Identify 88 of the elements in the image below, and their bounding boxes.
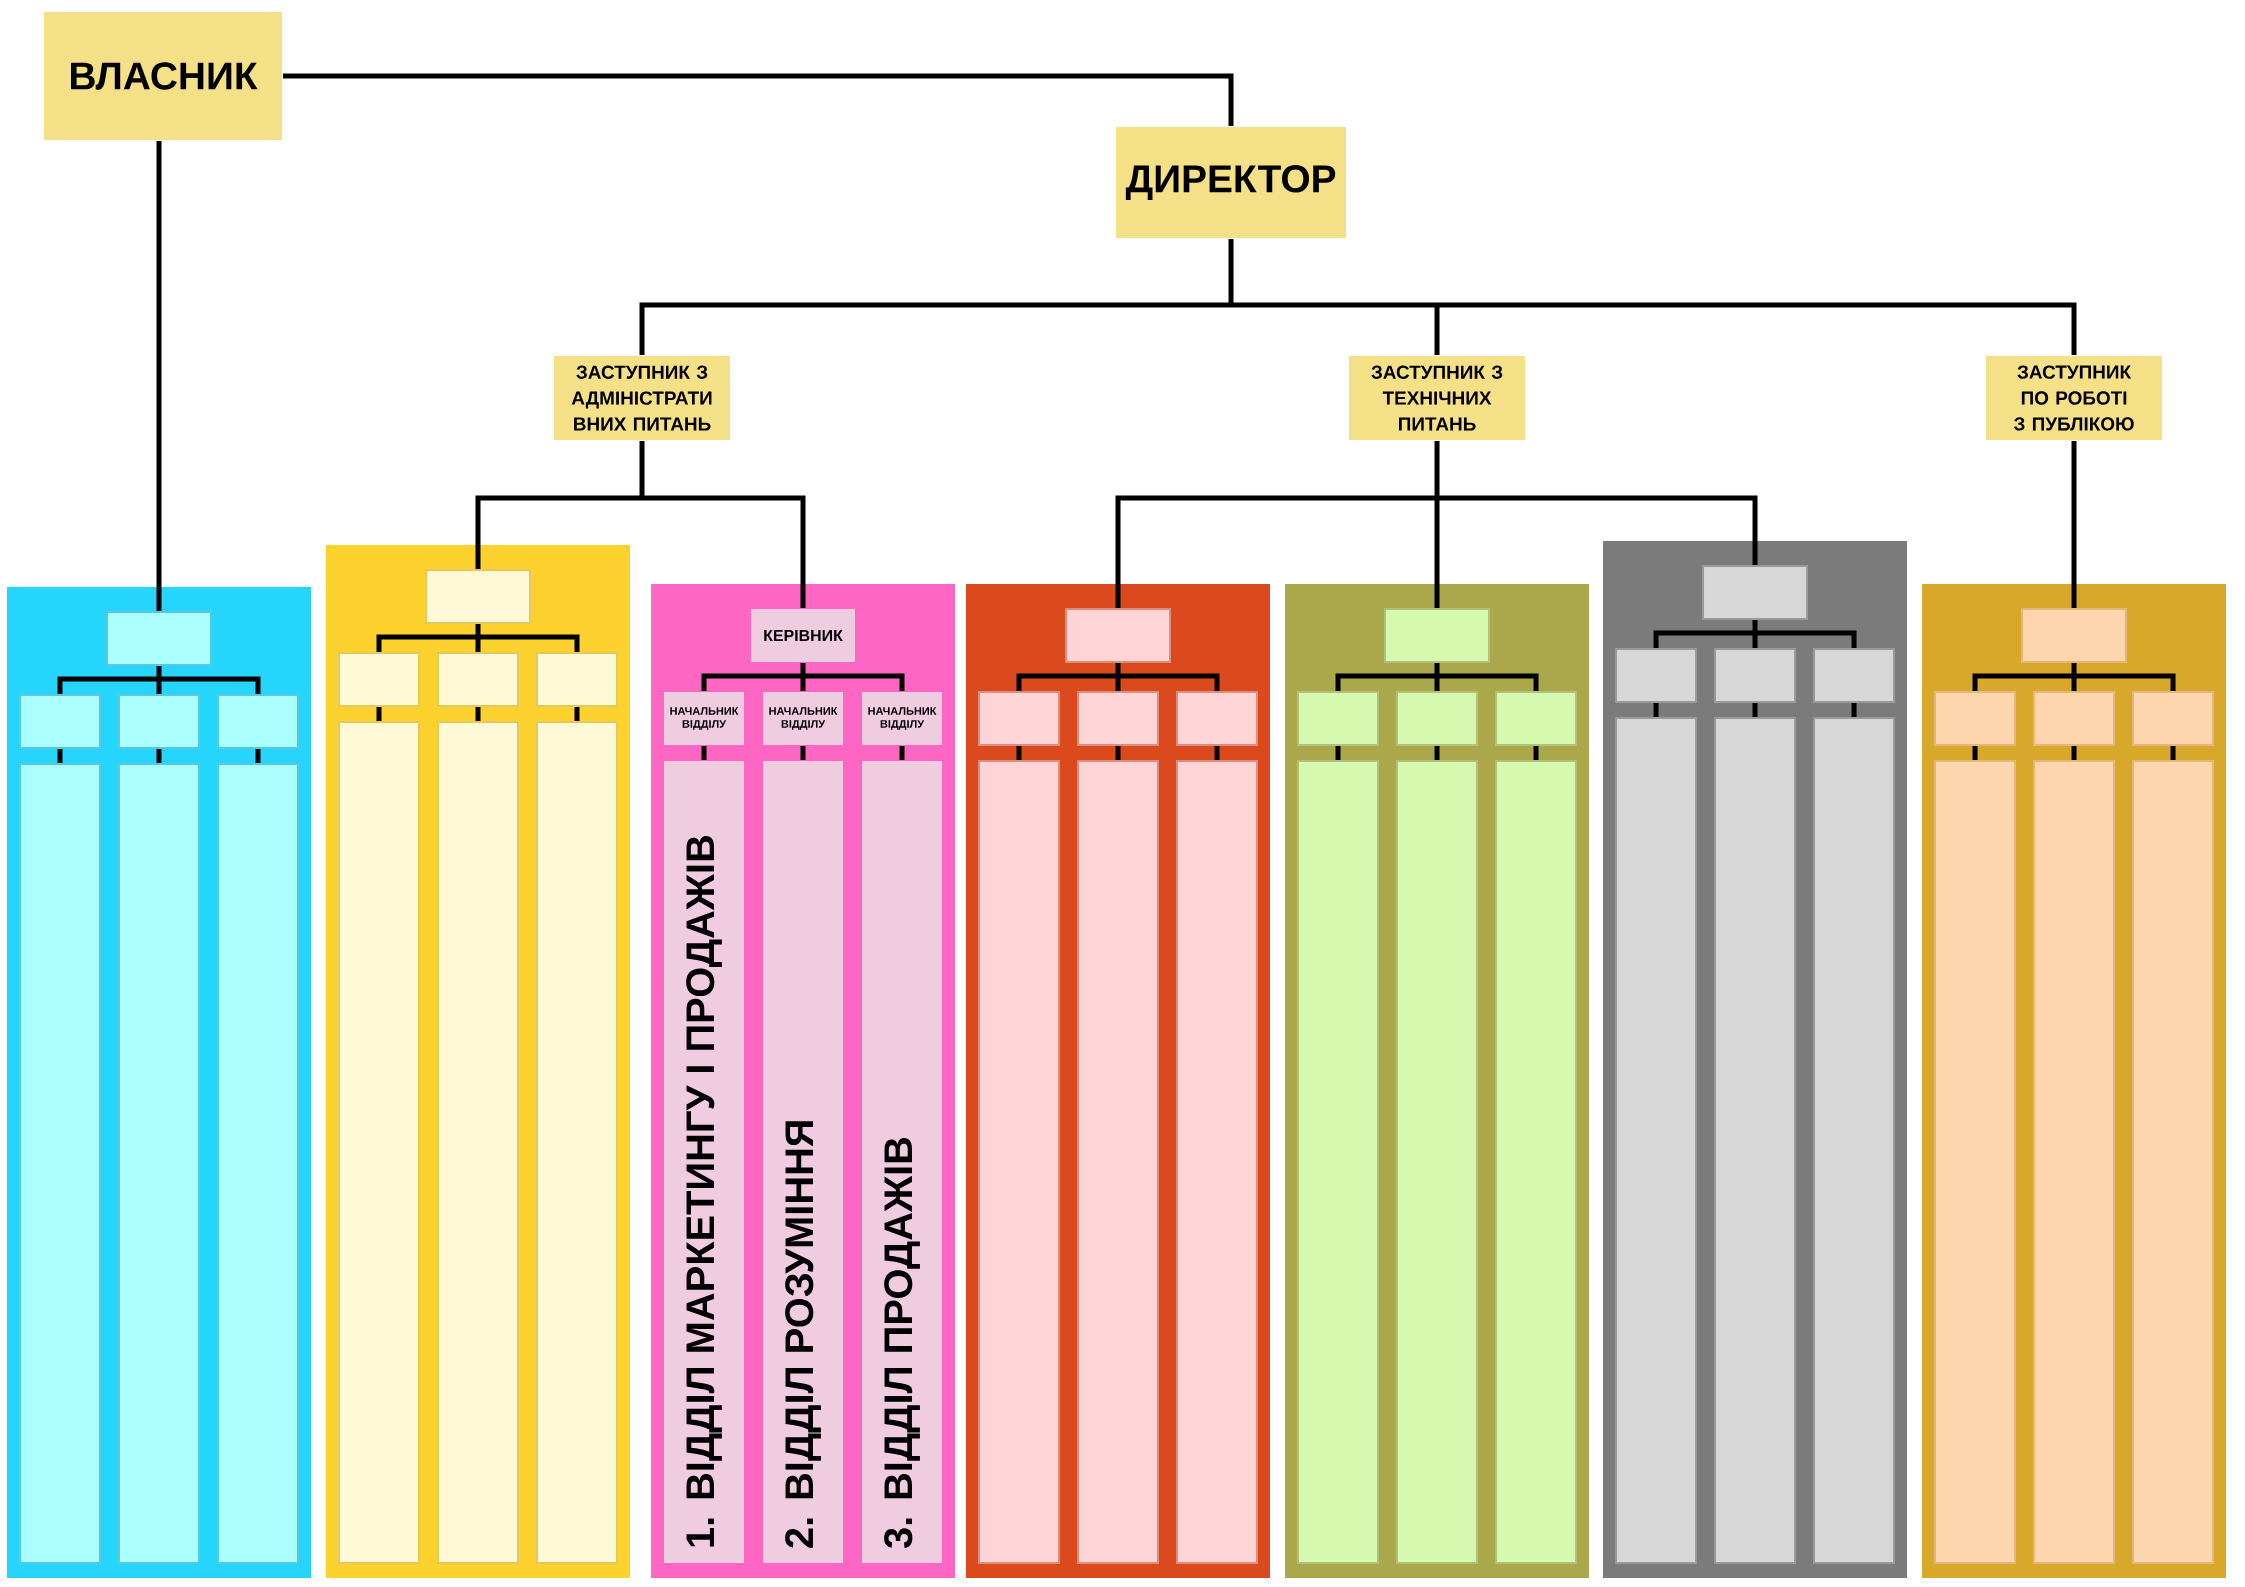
position-box: НАЧАЛЬНИК ВІДДІЛУ [763, 692, 843, 745]
empty-box [338, 652, 420, 707]
empty-box [978, 691, 1060, 746]
empty-box [1176, 691, 1258, 746]
empty-box [1702, 565, 1809, 620]
connector-line [1016, 746, 1022, 760]
connector-line [2170, 746, 2176, 760]
empty-box [536, 652, 618, 707]
empty-column [2132, 760, 2215, 1564]
empty-box [1297, 691, 1379, 746]
connector-line [2071, 441, 2077, 608]
connector-line [1335, 660, 1539, 694]
connector-line [1653, 617, 1857, 651]
empty-box [1615, 648, 1698, 703]
empty-box [1813, 648, 1896, 703]
connector-line [1335, 746, 1341, 760]
connector-line [376, 707, 382, 721]
department-column: 3. ВІДДІЛ ПРОДАЖІВ [862, 761, 942, 1563]
empty-column [217, 763, 299, 1564]
empty-column [437, 721, 519, 1564]
connector-line [701, 660, 905, 694]
empty-box [1065, 608, 1171, 663]
empty-column [1077, 760, 1159, 1564]
empty-column [1396, 760, 1478, 1564]
empty-column [1297, 760, 1379, 1564]
connector-line [639, 236, 2077, 358]
connector-line [255, 749, 261, 763]
position-box: ЗАСТУПНИК ПО РОБОТІ З ПУБЛІКОЮ [1986, 356, 2163, 440]
empty-box [1934, 691, 2017, 746]
empty-column [2033, 760, 2116, 1564]
connector-line [1972, 660, 2176, 694]
connector-line [1851, 703, 1857, 717]
empty-column [978, 760, 1060, 1564]
connector-line [1115, 746, 1121, 760]
connector-line [283, 73, 1234, 126]
connector-line [1016, 660, 1220, 694]
empty-box [217, 694, 299, 749]
empty-box [1495, 691, 1577, 746]
position-box: НАЧАЛЬНИК ВІДДІЛУ [862, 692, 942, 745]
empty-box [19, 694, 101, 749]
connector-line [1115, 438, 1758, 611]
position-box: КЕРІВНИК [751, 609, 855, 662]
empty-column [1176, 760, 1258, 1564]
connector-line [574, 707, 580, 721]
position-box: ЗАСТУПНИК З АДМІНІСТРАТИ ВНИХ ПИТАНЬ [554, 356, 730, 440]
connector-line [1653, 703, 1659, 717]
connector-line [156, 141, 162, 611]
empty-box [2132, 691, 2215, 746]
connector-line [1752, 703, 1758, 717]
empty-box [1077, 691, 1159, 746]
empty-column [1714, 717, 1797, 1564]
empty-column [19, 763, 101, 1564]
connector-line [2071, 746, 2077, 760]
empty-column [1495, 760, 1577, 1564]
position-box: ВЛАСНИК [44, 12, 282, 140]
empty-column [536, 721, 618, 1564]
position-box: ЗАСТУПНИК З ТЕХНІЧНИХ ПИТАНЬ [1349, 356, 1525, 440]
position-box: ДИРЕКТОР [1116, 127, 1346, 238]
connector-line [1214, 746, 1220, 760]
department-column: 1. ВІДДІЛ МАРКЕТИНГУ І ПРОДАЖІВ [664, 761, 744, 1563]
empty-column [1813, 717, 1896, 1564]
connector-line [57, 663, 261, 697]
connector-line [475, 707, 481, 721]
empty-box [437, 652, 519, 707]
empty-box [1396, 691, 1478, 746]
empty-column [1615, 717, 1698, 1564]
connector-line [1434, 746, 1440, 760]
empty-box [106, 611, 212, 666]
connector-line [1972, 746, 1978, 760]
connector-line [57, 749, 63, 763]
empty-box [2033, 691, 2116, 746]
connector-line [376, 621, 580, 655]
empty-box [1384, 608, 1490, 663]
connector-line [475, 438, 806, 611]
connector-line [701, 746, 707, 760]
empty-column [338, 721, 420, 1564]
connector-line [899, 746, 905, 760]
empty-box [1714, 648, 1797, 703]
empty-column [1934, 760, 2017, 1564]
connector-line [156, 749, 162, 763]
empty-box [425, 569, 531, 624]
empty-column [118, 763, 200, 1564]
empty-box [118, 694, 200, 749]
position-box: НАЧАЛЬНИК ВІДДІЛУ [664, 692, 744, 745]
empty-box [2021, 608, 2128, 663]
connector-line [800, 746, 806, 760]
connector-line [1533, 746, 1539, 760]
department-column: 2. ВІДДІЛ РОЗУМІННЯ [763, 761, 843, 1563]
